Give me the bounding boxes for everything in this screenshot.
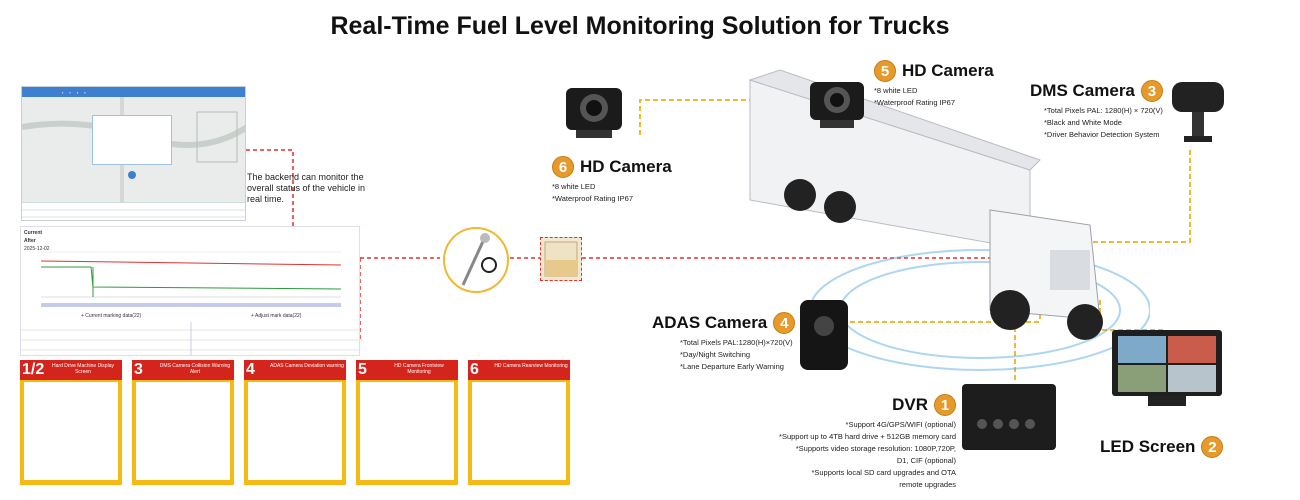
spec-line: *Support 4G/GPS/WIFI (optional) [845, 420, 956, 429]
spec-line: *Support up to 4TB hard drive + 512GB me… [779, 432, 956, 441]
adas-camera-icon [800, 300, 848, 370]
tile-bar [20, 360, 122, 380]
monitor-tile: 1/2 Hard Drive Machine Display Screen [20, 360, 122, 485]
tile-caption: DMS Camera Collision Warning Alert [159, 363, 231, 375]
fuel-probe [443, 227, 509, 293]
tile-caption: ADAS Camera Deviation warning [270, 363, 344, 369]
callout-dms-camera: DMS Camera 3 *Total Pixels PAL: 1280(H) … [1030, 80, 1163, 141]
vehicle-info-popup [92, 115, 172, 165]
camera-icon [810, 82, 864, 128]
monitor-tile: 3 DMS Camera Collision Warning Alert [132, 360, 234, 485]
callout-hd-camera-6: 6 HD Camera *8 white LED *Waterproof Rat… [552, 156, 672, 205]
panel-date: 2025-12-02 [24, 246, 50, 252]
tile-number: 5 [358, 361, 367, 378]
badge-2: 2 [1201, 436, 1224, 458]
callout-adas-camera-name: ADAS Camera [652, 313, 768, 332]
badge-3: 3 [1140, 80, 1163, 102]
tile-number: 4 [246, 361, 255, 378]
tile-image [472, 382, 566, 480]
callout-hd-camera-5-name: HD Camera [902, 61, 994, 80]
spec-line: *Waterproof Rating IP67 [552, 194, 634, 203]
tile-bar [356, 360, 458, 380]
spec-line: *8 white LED [552, 182, 596, 191]
callout-led-screen-name: LED Screen [1100, 437, 1196, 456]
callout-hd-camera-5: 5 HD Camera *8 white LED *Waterproof Rat… [874, 60, 994, 109]
panel-current-label: Current [24, 230, 43, 236]
spec-line: *Supports video storage resolution: 1080… [795, 444, 956, 453]
tile-number: 6 [470, 361, 479, 378]
callout-hd-camera-6-name: HD Camera [580, 157, 672, 176]
spec-line: *8 white LED [874, 86, 918, 95]
spec-line: *Driver Behavior Detection System [1044, 130, 1160, 139]
callout-dvr: DVR 1 *Support 4G/GPS/WIFI (optional) *S… [760, 394, 956, 491]
adjust-link[interactable]: + Adjust mark data(22) [251, 313, 302, 319]
callout-dms-camera-name: DMS Camera [1030, 81, 1135, 100]
monitor-tile: 4 ADAS Camera Deviation warning [244, 360, 346, 485]
panel-after-label: After [24, 238, 36, 244]
badge-5: 5 [874, 60, 896, 82]
backend-table [22, 202, 245, 220]
spec-line: *Waterproof Rating IP67 [874, 98, 956, 107]
camera-icon [566, 88, 622, 138]
dvr-icon [962, 384, 1056, 450]
spec-line: D1, CIF (optional) [896, 456, 956, 465]
monitor-tile: 5 HD Camera Frontview Monitoring [356, 360, 458, 485]
tile-bar [244, 360, 346, 380]
tile-caption: Hard Drive Machine Display Screen [52, 363, 114, 375]
callout-led-screen: LED Screen 2 [1100, 436, 1224, 458]
spec-line: *Total Pixels PAL: 1280(H) × 720(V) [1044, 106, 1163, 115]
marking-table [21, 322, 359, 355]
backend-top-bar: ▪▪▪▪ [22, 87, 245, 97]
fuel-probe-icon [461, 233, 497, 286]
spec-line: *Day/Night Switching [680, 350, 751, 359]
badge-1: 1 [934, 394, 956, 416]
tile-caption: HD Camera Rearview Monitoring [494, 363, 568, 369]
marking-link[interactable]: + Current marking data(22) [81, 313, 142, 319]
backend-note: The backend can monitor the overall stat… [247, 172, 366, 204]
dms-camera-icon [1172, 82, 1224, 142]
callout-adas-camera: ADAS Camera 4 *Total Pixels PAL:1280(H)×… [652, 312, 796, 373]
tile-image [248, 382, 342, 480]
callout-dvr-name: DVR [892, 395, 928, 414]
fuel-data-panel: Current After 2025-12-02 + Current marki… [20, 226, 360, 356]
tile-caption: HD Camera Frontview Monitoring [394, 363, 444, 375]
fuel-sensor-icon [544, 241, 578, 277]
badge-4: 4 [773, 312, 796, 334]
tile-image [360, 382, 454, 480]
monitor-icon [1112, 330, 1222, 406]
backend-map [22, 97, 245, 202]
spec-line: remote upgrades [899, 480, 956, 489]
tile-number: 3 [134, 361, 143, 378]
tile-bar [132, 360, 234, 380]
badge-6: 6 [552, 156, 574, 178]
spec-line: *Black and White Mode [1044, 118, 1122, 127]
monitor-tile: 6 HD Camera Rearview Monitoring [468, 360, 570, 485]
tile-number: 1/2 [22, 361, 45, 378]
spec-line: *Supports local SD card upgrades and OTA [811, 468, 956, 477]
spec-line: *Lane Departure Early Warning [680, 362, 784, 371]
tile-bar [468, 360, 570, 380]
tile-image [24, 382, 118, 480]
spec-line: *Total Pixels PAL:1280(H)×720(V) [680, 338, 793, 347]
tile-image [136, 382, 230, 480]
fuel-line-chart [40, 251, 342, 307]
fuel-sensor [540, 237, 582, 281]
backend-screenshot: ▪▪▪▪ [21, 86, 246, 221]
page-title: Real-Time Fuel Level Monitoring Solution… [330, 12, 950, 40]
